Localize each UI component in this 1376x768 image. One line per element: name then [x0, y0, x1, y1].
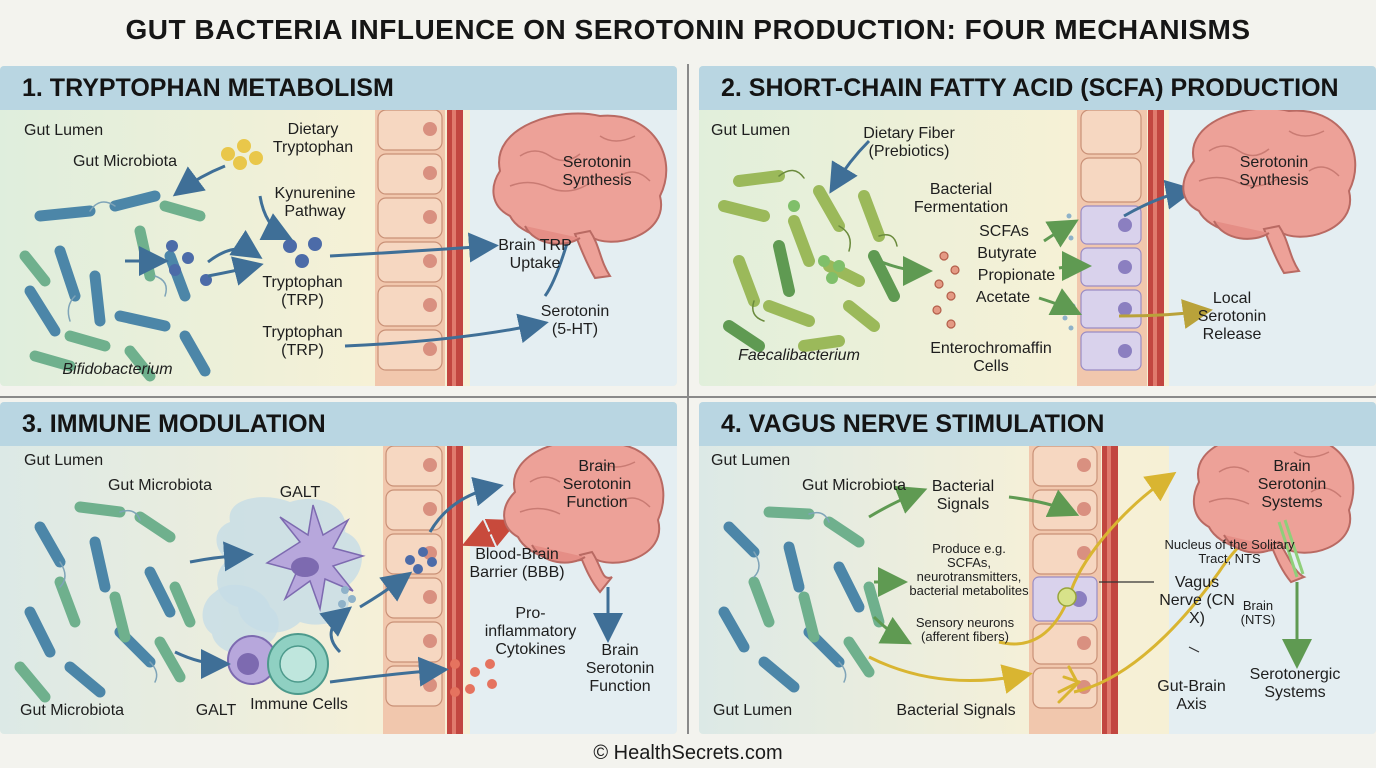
vagus-nerve-label: Vagus Nerve (CN X) — [1159, 574, 1235, 627]
bacterial-fermentation-label: Bacterial Fermentation — [913, 181, 1009, 216]
pathway-arrows — [174, 476, 623, 687]
serotonin-5ht-label: Serotonin (5-HT) — [540, 303, 610, 338]
produce-metabolites-label: Produce e.g. SCFAs, neurotransmitters, b… — [909, 541, 1029, 598]
gut-lumen-bottom-label: Gut Lumen — [713, 702, 793, 719]
panel-2-header: 2. SHORT-CHAIN FATTY ACID (SCFA) PRODUCT… — [699, 66, 1376, 110]
brain-icon — [1192, 433, 1355, 584]
kynurenine-pathway-label: Kynurenine Pathway — [274, 185, 356, 220]
galt-top-label: GALT — [279, 484, 321, 501]
nts-label: Nucleus of the Solitary Tract, NTS — [1164, 537, 1295, 566]
gut-microbiota-top-label: Gut Microbiota — [107, 477, 213, 494]
panel-vagus-nerve: 4. VAGUS NERVE STIMULATION Gut Lumen Gut… — [699, 402, 1376, 734]
brain-icon — [492, 112, 668, 280]
gut-microbiota-bottom-label: Gut Microbiota — [20, 702, 125, 719]
brain-serotonin-function-top-label: Brain Serotonin Function — [562, 458, 632, 511]
pathway-arrows — [868, 485, 1312, 694]
gut-wall — [375, 106, 463, 386]
tryptophan-label-2: Tryptophan (TRP) — [262, 324, 343, 359]
panel-tryptophan-metabolism: 1. TRYPTOPHAN METABOLISM Gut Lumen Gut M… — [0, 66, 677, 386]
acetate-label: Acetate — [975, 289, 1031, 306]
bacteria-cluster — [718, 169, 960, 352]
scfas-label: SCFAs — [979, 223, 1029, 240]
panel-2-illustration — [699, 66, 1376, 386]
gut-lumen-label: Gut Lumen — [24, 452, 104, 469]
serotonin-synthesis-label: Serotonin Synthesis — [1239, 154, 1309, 189]
panel-3-illustration — [0, 402, 677, 734]
brain-serotonin-systems-label: Brain Serotonin Systems — [1257, 458, 1327, 511]
immune-cell-dendritic-icon — [265, 504, 366, 612]
brain-serotonin-function-bottom-label: Brain Serotonin Function — [585, 642, 655, 695]
panel-immune-modulation: 3. IMMUNE MODULATION Gut Lumen Gut Micro… — [0, 402, 677, 734]
bacteria-cluster — [718, 506, 885, 693]
faecalibacterium-label: Faecalibacterium — [738, 347, 860, 364]
dietary-tryptophan-label: Dietary Tryptophan — [272, 121, 354, 156]
brain-nts-label: Brain (NTS) — [1240, 598, 1276, 627]
pathway-arrows — [829, 139, 1213, 329]
bacterial-signals-top-label: Bacterial Signals — [931, 478, 995, 513]
panel-1-header: 1. TRYPTOPHAN METABOLISM — [0, 66, 677, 110]
gut-microbiota-label: Gut Microbiota — [801, 477, 907, 494]
local-serotonin-release-label: Local Serotonin Release — [1197, 290, 1267, 343]
leader-lines — [1099, 581, 1200, 653]
copyright-footer: © HealthSecrets.com — [593, 742, 783, 764]
butyrate-label: Butyrate — [977, 245, 1037, 262]
bacteria-cluster — [14, 501, 196, 703]
enterochromaffin-cells-label: Enterochromaffin Cells — [930, 340, 1052, 375]
serotonergic-systems-label: Serotonergic Systems — [1249, 666, 1341, 701]
brain-icon — [1182, 107, 1357, 275]
gut-wall — [1062, 106, 1164, 386]
page-title: GUT BACTERIA INFLUENCE ON SEROTONIN PROD… — [125, 14, 1251, 45]
immune-cells-label: Immune Cells — [250, 696, 348, 713]
gut-microbiota-label: Gut Microbiota — [72, 153, 178, 170]
panel-4-illustration — [699, 402, 1376, 734]
panel-1-illustration — [0, 66, 677, 386]
dietary-fiber-label: Dietary Fiber (Prebiotics) — [863, 125, 955, 160]
panel-3-header: 3. IMMUNE MODULATION — [0, 402, 677, 446]
bifidobacterium-label: Bifidobacterium — [62, 361, 173, 378]
cytokine-dots — [338, 547, 497, 697]
gut-lumen-top-label: Gut Lumen — [711, 452, 791, 469]
bbb-label: Blood-Brain Barrier (BBB) — [469, 546, 565, 581]
gut-lumen-label: Gut Lumen — [24, 122, 104, 139]
propionate-label: Propionate — [977, 267, 1056, 284]
galt-bottom-label: GALT — [195, 702, 237, 719]
tryptophan-label-1: Tryptophan (TRP) — [262, 274, 343, 309]
gut-brain-axis-label: Gut-Brain Axis — [1157, 678, 1226, 713]
bacterial-signals-bottom-label: Bacterial Signals — [896, 702, 1016, 719]
gut-lumen-label: Gut Lumen — [711, 122, 791, 139]
cytokines-label: Pro-inflammatory Cytokines — [484, 605, 577, 658]
panel-4-header: 4. VAGUS NERVE STIMULATION — [699, 402, 1376, 446]
serotonin-synthesis-label: Serotonin Synthesis — [562, 154, 632, 189]
sensory-neurons-label: Sensory neurons (afferent fibers) — [915, 615, 1015, 644]
brain-trp-uptake-label: Brain TRP Uptake — [498, 237, 572, 272]
vertical-divider — [687, 64, 689, 734]
panel-scfa-production: 2. SHORT-CHAIN FATTY ACID (SCFA) PRODUCT… — [699, 66, 1376, 386]
bacteria-cluster — [19, 139, 322, 382]
immune-cells-icon — [227, 633, 329, 695]
horizontal-divider — [0, 396, 1376, 398]
